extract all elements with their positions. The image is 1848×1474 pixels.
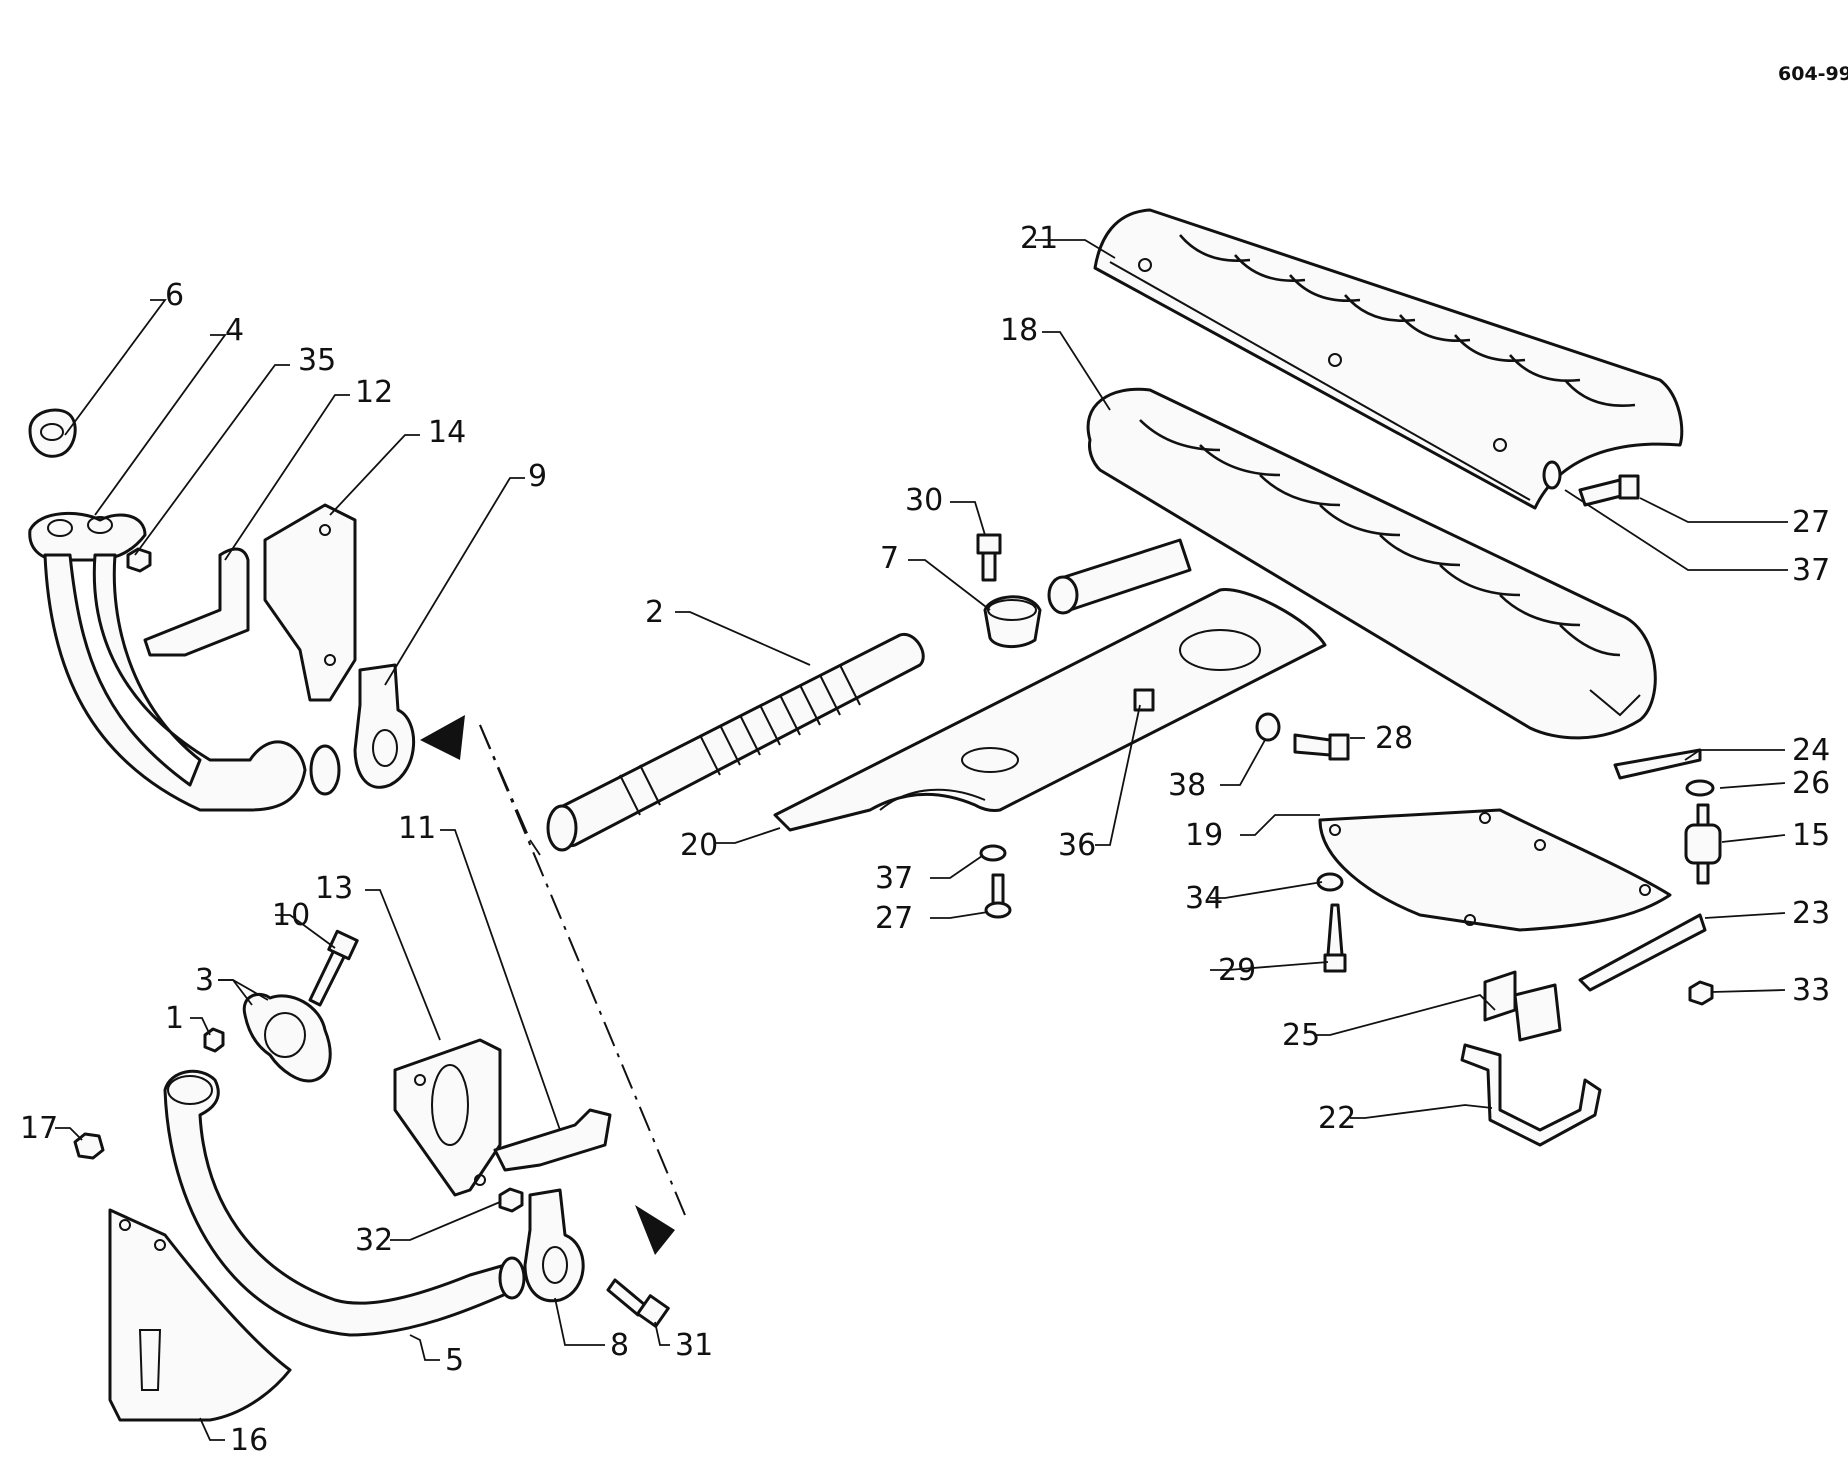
label-28: 28 xyxy=(1375,721,1413,756)
heat-shield-upper xyxy=(1093,208,1684,510)
label-34: 34 xyxy=(1185,881,1223,916)
bolt-31 xyxy=(606,1278,670,1328)
strap-24 xyxy=(1613,748,1702,780)
label-9: 9 xyxy=(528,459,547,494)
label-8: 8 xyxy=(610,1328,629,1363)
flange-3 xyxy=(242,992,332,1083)
label-10: 10 xyxy=(272,898,310,933)
reference-code: 604-99 xyxy=(1778,63,1848,85)
bracket-13 xyxy=(393,1038,502,1197)
bolt-30 xyxy=(976,533,1002,582)
leader-lines xyxy=(55,239,1788,1441)
label-16: 16 xyxy=(230,1423,268,1458)
label-29: 29 xyxy=(1218,953,1256,988)
nut-33 xyxy=(1688,980,1714,1006)
label-5: 5 xyxy=(445,1343,464,1378)
part-drawings xyxy=(28,208,1722,1422)
bolt-27-upper xyxy=(1578,474,1640,507)
gasket-6 xyxy=(28,408,77,458)
label-24: 24 xyxy=(1792,733,1830,768)
strap-23 xyxy=(1578,913,1707,992)
bracket-22 xyxy=(1460,1043,1602,1147)
rubber-blocks-25 xyxy=(1483,970,1562,1042)
label-35: 35 xyxy=(298,343,336,378)
label-14: 14 xyxy=(428,415,466,450)
lower-heat-shield xyxy=(773,588,1327,832)
label-4: 4 xyxy=(225,313,244,348)
label-38: 38 xyxy=(1168,768,1206,803)
label-13: 13 xyxy=(315,871,353,906)
label-18: 18 xyxy=(1000,313,1038,348)
bolt-28 xyxy=(1293,733,1350,761)
label-25: 25 xyxy=(1282,1018,1320,1053)
nut-1 xyxy=(203,1027,225,1053)
label-1: 1 xyxy=(165,1001,184,1036)
bracket-plate-19 xyxy=(1318,808,1672,932)
label-12: 12 xyxy=(355,375,393,410)
intermediate-pipe xyxy=(546,632,925,852)
screw-29 xyxy=(1323,903,1347,973)
label-11: 11 xyxy=(398,811,436,846)
front-pipe-4 xyxy=(28,511,341,812)
label-20: 20 xyxy=(680,828,718,863)
bolt-10 xyxy=(308,929,359,1007)
bracket-11 xyxy=(493,1108,612,1172)
clamp-9 xyxy=(353,663,416,789)
label-27-lower: 27 xyxy=(875,901,913,936)
label-31: 31 xyxy=(675,1328,713,1363)
muffler xyxy=(1047,387,1657,740)
label-33: 33 xyxy=(1792,973,1830,1008)
rubber-mount-15 xyxy=(1684,803,1722,885)
washer-37-upper xyxy=(1542,460,1562,490)
nut-32 xyxy=(498,1187,524,1213)
label-36: 36 xyxy=(1058,828,1096,863)
clamp-7 xyxy=(983,595,1042,648)
label-22: 22 xyxy=(1318,1101,1356,1136)
label-6: 6 xyxy=(165,278,184,313)
clamp-8 xyxy=(523,1188,585,1303)
pipe-5 xyxy=(163,1069,526,1337)
label-23: 23 xyxy=(1792,896,1830,931)
label-26: 26 xyxy=(1792,766,1830,801)
label-21: 21 xyxy=(1020,221,1058,256)
label-2: 2 xyxy=(645,595,664,630)
washer-37-lower xyxy=(979,844,1007,862)
nut-35 xyxy=(126,547,152,573)
bracket-16 xyxy=(108,1208,292,1422)
label-37-lower: 37 xyxy=(875,861,913,896)
label-30: 30 xyxy=(905,483,943,518)
bolt-27-lower xyxy=(984,873,1012,919)
bracket-14 xyxy=(263,503,357,702)
label-27-upper: 27 xyxy=(1792,505,1830,540)
label-19: 19 xyxy=(1185,818,1223,853)
part-labels: 6 4 35 12 14 9 21 18 30 7 2 20 27 37 28 … xyxy=(20,221,1830,1458)
bracket-12 xyxy=(143,547,250,657)
assembly-direction-line xyxy=(420,715,686,1255)
washer-26 xyxy=(1685,779,1715,797)
label-7: 7 xyxy=(880,541,899,576)
washer-38 xyxy=(1255,712,1281,742)
label-15: 15 xyxy=(1792,818,1830,853)
label-32: 32 xyxy=(355,1223,393,1258)
label-37-upper: 37 xyxy=(1792,553,1830,588)
label-17: 17 xyxy=(20,1111,58,1146)
label-3: 3 xyxy=(195,963,214,998)
